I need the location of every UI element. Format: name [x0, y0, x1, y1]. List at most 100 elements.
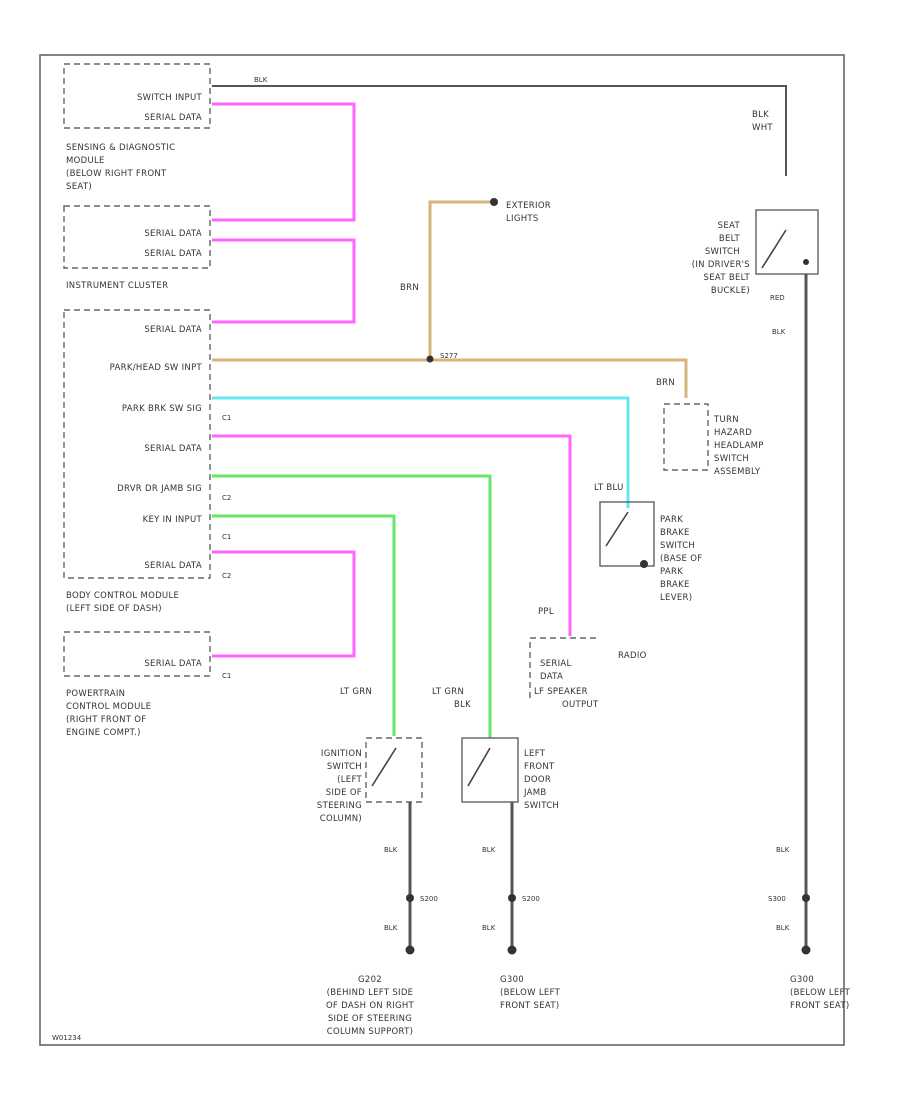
ground-2-label-3: FRONT SEAT)	[500, 1001, 559, 1011]
radio-pin-data: DATA	[540, 672, 563, 682]
ignition-switch-box	[365, 737, 423, 803]
ground-2-node	[507, 945, 517, 955]
wire-w1-label-right: BLK	[752, 110, 769, 120]
ignition-switch-blade	[371, 747, 397, 787]
bcm-box	[63, 309, 211, 579]
radio-lf-speaker: LF SPEAKER	[534, 687, 588, 697]
wire-brn-label: BRN	[400, 283, 419, 293]
sdm-name-2: MODULE	[66, 156, 105, 166]
ignition-label-5: STEERING	[317, 801, 362, 811]
sdm-name-1: SENSING & DIAGNOSTIC	[66, 143, 175, 153]
parkbrake-switch-box	[599, 501, 655, 567]
wire-blk-seatbelt-label: BLK	[772, 328, 786, 336]
wire-brn-turn	[212, 358, 688, 398]
wire-ltblu-parkbrake	[212, 396, 630, 508]
doorjamb-switch-box	[461, 737, 519, 803]
wire-ppl-bcm-pcm	[212, 550, 356, 658]
ground-2-splice	[508, 894, 516, 902]
turn-label-2: HAZARD	[714, 428, 752, 438]
ground-3-splice	[802, 894, 810, 902]
ignition-label-4: SIDE OF	[326, 788, 362, 798]
doorjamb-label-3: DOOR	[524, 775, 551, 785]
turn-label-5: ASSEMBLY	[714, 467, 761, 477]
ignition-label-6: COLUMN)	[320, 814, 362, 824]
bcm-name-2: (LEFT SIDE OF DASH)	[66, 604, 162, 614]
bcm-pin-drvr-jamb: DRVR DR JAMB SIG	[117, 484, 202, 494]
ground-1-label-1: G202	[358, 975, 382, 985]
wire-blk-ign-label: BLK	[384, 846, 398, 854]
seatbelt-switch-box	[755, 209, 819, 275]
pcm-pin-serial-data: SERIAL DATA	[144, 659, 202, 669]
bcm-pin-park-brk: PARK BRK SW SIG	[122, 404, 202, 414]
ground-1-label-4: SIDE OF STEERING	[328, 1014, 412, 1024]
pcm-name-3: (RIGHT FRONT OF	[66, 715, 146, 725]
ground-3-label-3: FRONT SEAT)	[790, 1001, 849, 1011]
wire-blk-seat-label-2: BLK	[776, 924, 790, 932]
bcm-conn-1: C1	[222, 414, 231, 422]
exterior-lights-label-2: LIGHTS	[506, 214, 539, 224]
seatbelt-label-3: SWITCH	[705, 247, 740, 257]
parkbrake-label-4: (BASE OF	[660, 554, 702, 564]
wire-ppl-label: PPL	[538, 607, 554, 617]
ground-3-label-2: (BELOW LEFT	[790, 988, 851, 998]
sdm-pin-switch-input: SWITCH INPUT	[137, 93, 203, 103]
wire-w1-label-right-2: WHT	[752, 123, 773, 133]
seatbelt-label-5: SEAT BELT	[704, 273, 751, 283]
diagram-frame	[39, 54, 845, 1046]
parkbrake-ground-dot	[640, 560, 648, 568]
exterior-lights-label-1: EXTERIOR	[506, 201, 551, 211]
ground-3-label-1: G300	[790, 975, 814, 985]
radio-box	[529, 637, 596, 700]
bcm-conn-4: C2	[222, 572, 231, 580]
wire-ltgrn-doorjamb	[212, 474, 492, 738]
parkbrake-label-1: PARK	[660, 515, 683, 525]
bcm-pin-serial-data-3: SERIAL DATA	[144, 561, 202, 571]
ground-1-splice-label: S200	[420, 895, 438, 903]
bcm-name-1: BODY CONTROL MODULE	[66, 591, 179, 601]
ground-2-label-2: (BELOW LEFT	[500, 988, 561, 998]
doorjamb-label-2: FRONT	[524, 762, 555, 772]
wire-ltgrn-label: LT GRN	[340, 687, 372, 697]
seatbelt-label-1: SEAT	[718, 221, 741, 231]
radio-pin-serial: SERIAL	[540, 659, 572, 669]
cluster-name: INSTRUMENT CLUSTER	[66, 281, 168, 291]
sdm-name-3: (BELOW RIGHT FRONT	[66, 169, 167, 179]
pcm-box	[63, 631, 211, 677]
bcm-conn-3: C1	[222, 533, 231, 541]
parkbrake-switch-blade	[605, 511, 629, 547]
radio-name: RADIO	[618, 651, 647, 661]
wire-ltgrn-blk-label-2: BLK	[454, 700, 471, 710]
ground-2-splice-label: S200	[522, 895, 540, 903]
cluster-serial-data: SERIAL DATA	[144, 249, 202, 259]
ground-1-label-3: OF DASH ON RIGHT	[326, 1001, 415, 1011]
wire-ltblu-label: LT BLU	[594, 483, 624, 493]
splice-exterior-label: S277	[440, 352, 458, 360]
sdm-name-4: SEAT)	[66, 182, 92, 192]
wire-blk-seat-label: BLK	[776, 846, 790, 854]
cluster-box	[63, 205, 211, 269]
wire-blk-ign-label-2: BLK	[384, 924, 398, 932]
splice-exterior	[426, 355, 434, 363]
ignition-label-3: (LEFT	[337, 775, 362, 785]
parkbrake-label-7: LEVER)	[660, 593, 692, 603]
wire-brn-exterior	[428, 200, 492, 360]
turn-label-4: SWITCH	[714, 454, 749, 464]
bcm-pin-serial-data-2: SERIAL DATA	[144, 444, 202, 454]
pcm-conn: C1	[222, 672, 231, 680]
parkbrake-label-5: PARK	[660, 567, 683, 577]
wire-ltgrn-ignition	[212, 514, 396, 736]
doorjamb-switch-blade	[467, 747, 491, 787]
wire-red-label: RED	[770, 294, 785, 302]
wire-brn-label-right: BRN	[656, 378, 675, 388]
wire-sdm-switch-input	[212, 85, 787, 176]
ignition-label-1: IGNITION	[321, 749, 362, 759]
ground-2-label-1: G300	[500, 975, 524, 985]
bcm-conn-2: C2	[222, 494, 231, 502]
ignition-label-2: SWITCH	[327, 762, 362, 772]
diagram-footer-code: W01234	[52, 1034, 82, 1042]
seatbelt-label-2: BELT	[719, 234, 741, 244]
sdm-serial-data-bottom: SERIAL DATA	[144, 229, 202, 239]
bcm-pin-serial-data-1: SERIAL DATA	[144, 325, 202, 335]
doorjamb-label-1: LEFT	[524, 749, 546, 759]
